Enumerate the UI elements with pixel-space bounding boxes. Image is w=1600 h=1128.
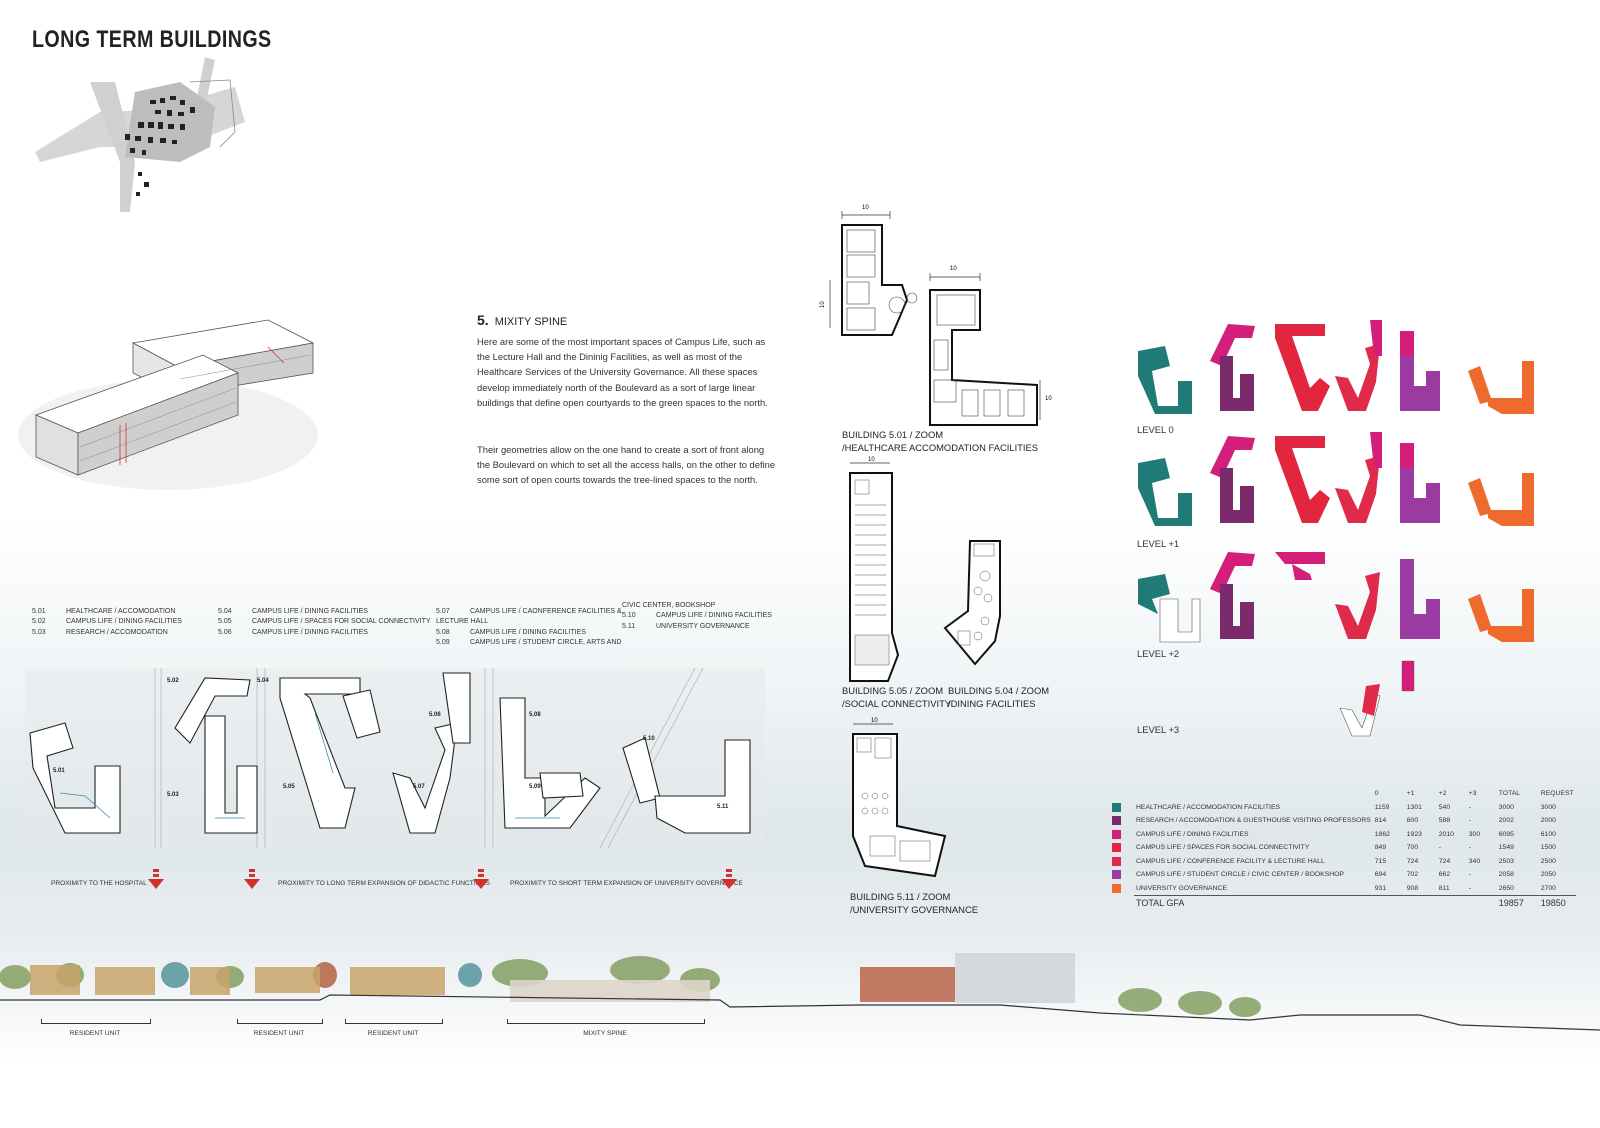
dimension-label: 10 — [862, 205, 869, 211]
section-paragraph-1: Here are some of the most important spac… — [477, 336, 768, 408]
plan-tag-511: 5.11 — [717, 804, 729, 810]
plan-tag-510: 5.10 — [643, 736, 655, 742]
plan-tag-507: 5.07 — [413, 784, 425, 790]
table-row: CAMPUS LIFE / STUDENT CIRCLE / CIVIC CEN… — [1134, 868, 1576, 882]
proximity-label-governance: PROXIMITY TO SHORT TERM EXPANSION OF UNI… — [510, 880, 743, 887]
swatch — [1112, 884, 1121, 893]
gfa-table: 0 +1 +2 +3 TOTAL REQUEST HEALTHCARE / AC… — [1134, 787, 1576, 910]
table-total-row: TOTAL GFA 19857 19850 — [1134, 895, 1576, 910]
plan-tag-503: 5.03 — [167, 792, 179, 798]
swatch — [1112, 856, 1121, 866]
table-row-label: CAMPUS LIFE / STUDENT CIRCLE / CIVIC CEN… — [1136, 871, 1344, 879]
swatch — [1112, 802, 1121, 812]
proximity-label-hospital: PROXIMITY TO THE HOSPITAL — [51, 880, 147, 887]
section-heading: 5. MIXITY SPINE — [477, 312, 567, 328]
plan-tag-509: 5.09 — [529, 784, 541, 790]
table-header-row: 0 +1 +2 +3 TOTAL REQUEST — [1374, 790, 1574, 798]
level-2-label: LEVEL +2 — [1137, 648, 1180, 659]
plan-tag-506: 5.06 — [429, 712, 441, 718]
total-gfa-request: 19850 — [1540, 897, 1566, 908]
plan-tag-508: 5.08 — [529, 712, 541, 718]
section-label-resident-3: RESIDENT UNIT — [367, 1030, 419, 1037]
plan-tag-502: 5.02 — [167, 678, 179, 684]
table-row-label: CAMPUS LIFE / DINING FACILITIES — [1136, 830, 1249, 838]
table-row-label: HEALTHCARE / ACCOMODATION FACILITIES — [1136, 803, 1281, 811]
total-gfa-label: TOTAL GFA — [1136, 897, 1185, 908]
section-number: 5. — [477, 312, 489, 328]
table-row: CAMPUS LIFE / CONFERENCE FACILITY & LECT… — [1134, 855, 1576, 869]
arrow-down-icon — [244, 869, 260, 889]
building-505-label: BUILDING 5.05 / ZOOM/SOCIAL CONNECTIVITY — [842, 685, 952, 709]
axonometric-view — [18, 319, 318, 490]
level-3-label: LEVEL +3 — [1137, 724, 1180, 735]
dimension-label: 10 — [868, 457, 875, 463]
arrow-down-icon — [721, 869, 737, 889]
building-501-zoom-plan: 10 10 10 10 — [820, 205, 1052, 426]
section-label-spine: MIXITY SPINE — [583, 1030, 627, 1037]
level-0-label: LEVEL 0 — [1137, 424, 1174, 435]
dimension-label: 10 — [871, 718, 878, 724]
plan-tag-505: 5.05 — [283, 784, 295, 790]
dimension-label: 10 — [950, 266, 957, 272]
section-name: MIXITY SPINE — [494, 316, 568, 328]
level-1-label: LEVEL +1 — [1137, 538, 1180, 549]
section-label-resident-2: RESIDENT UNIT — [253, 1030, 305, 1037]
plan-tag-501: 5.01 — [53, 768, 65, 774]
page-title: LONG TERM BUILDINGS — [32, 26, 272, 53]
dimension-label: 10 — [1045, 396, 1052, 402]
table-row: CAMPUS LIFE / SPACES FOR SOCIAL CONNECTI… — [1134, 841, 1576, 855]
table-row: HEALTHCARE / ACCOMODATION FACILITIES 115… — [1134, 801, 1576, 815]
building-505-zoom-plan: 10 — [849, 457, 900, 682]
swatch — [1112, 816, 1121, 826]
building-501-label: BUILDING 5.01 / ZOOM/HEALTHCARE ACCOMODA… — [842, 429, 1039, 453]
table-row-label: CAMPUS LIFE / SPACES FOR SOCIAL CONNECTI… — [1136, 844, 1310, 852]
spine-floor-plan: 5.01 5.02 5.03 5.04 5.05 5.06 5.07 5.08 … — [25, 668, 765, 848]
levels-diagram — [1138, 320, 1534, 737]
plan-tag-504: 5.04 — [257, 678, 269, 684]
site-key-plan — [35, 57, 245, 212]
building-511-zoom-plan: 10 — [852, 718, 947, 878]
dimension-label: 10 — [820, 301, 826, 308]
section-label-resident-1: RESIDENT UNIT — [69, 1030, 121, 1037]
table-row-label: RESEARCH / ACCOMODATION & GUESTHOUSE VIS… — [1136, 817, 1371, 825]
arrow-down-icon — [473, 869, 489, 889]
table-row-label: UNIVERSITY GOVERNANCE — [1136, 884, 1227, 892]
building-504-zoom-plan — [943, 540, 1001, 666]
swatch — [1112, 829, 1121, 839]
proximity-label-didactic: PROXIMITY TO LONG TERM EXPANSION OF DIDA… — [278, 880, 490, 887]
building-511-label: BUILDING 5.11 / ZOOM/UNIVERSITY GOVERNAN… — [850, 891, 978, 915]
arrow-down-icon — [148, 869, 164, 889]
building-504-label: BUILDING 5.04 / ZOOM/DINING FACILITIES — [948, 685, 1050, 709]
swatch — [1112, 843, 1121, 853]
total-gfa-value: 19857 — [1498, 897, 1524, 908]
table-row-label: CAMPUS LIFE / CONFERENCE FACILITY & LECT… — [1136, 857, 1325, 865]
table-row: RESEARCH / ACCOMODATION & GUESTHOUSE VIS… — [1134, 814, 1576, 828]
site-section — [0, 953, 1600, 1031]
swatch — [1112, 870, 1121, 880]
section-paragraph-2: Their geometries allow on the one hand t… — [477, 444, 776, 486]
